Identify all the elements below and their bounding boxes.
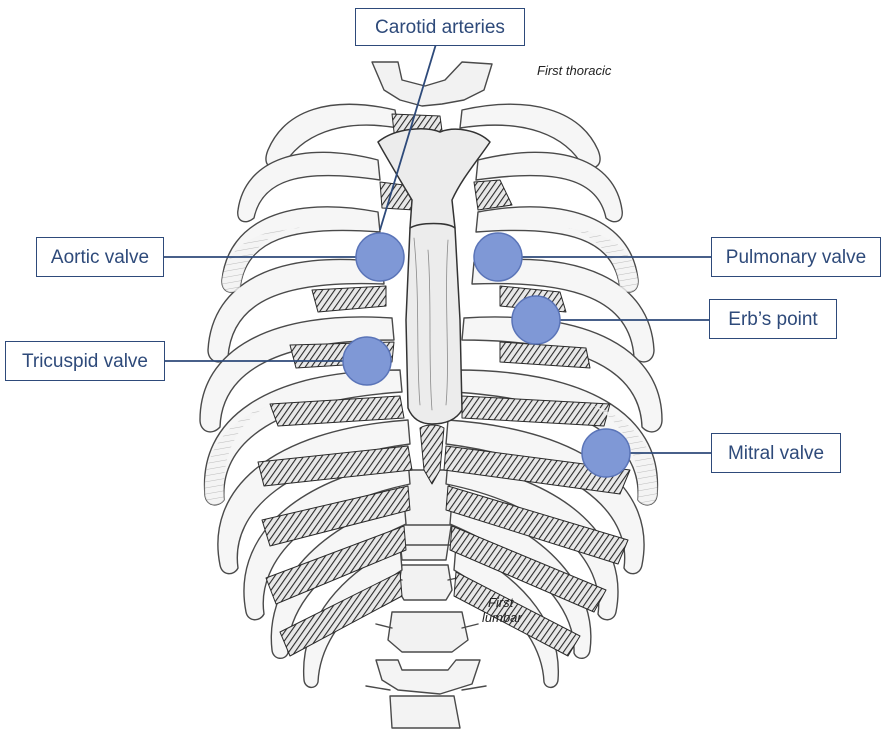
tricuspid-valve-label: Tricuspid valve (5, 341, 165, 381)
tricuspid-marker (343, 337, 391, 385)
pulmonary-marker (474, 233, 522, 281)
first-lumbar-line1: First (482, 596, 522, 611)
mitral-marker (582, 429, 630, 477)
first-thoracic-label: First thoracic (537, 64, 611, 79)
aortic-marker (356, 233, 404, 281)
erbs-marker (512, 296, 560, 344)
aortic-valve-label: Aortic valve (36, 237, 164, 277)
first-lumbar-line2: lumbar (482, 611, 522, 626)
carotid-arteries-label: Carotid arteries (355, 8, 525, 46)
rib-cage-illustration (200, 62, 662, 728)
first-lumbar-label: First lumbar (482, 596, 522, 626)
mitral-valve-label: Mitral valve (711, 433, 841, 473)
erbs-point-label: Erb’s point (709, 299, 837, 339)
pulmonary-valve-label: Pulmonary valve (711, 237, 881, 277)
